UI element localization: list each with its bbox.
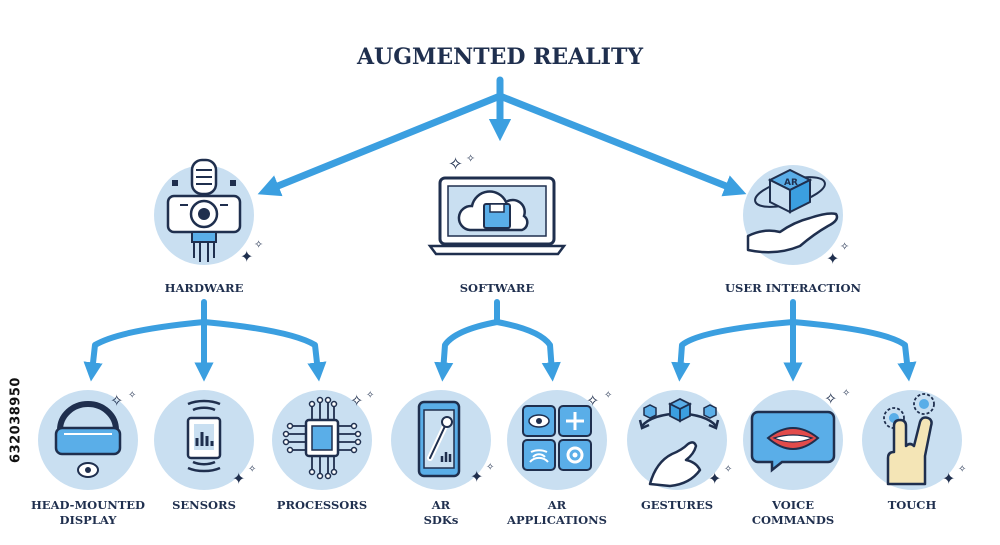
svg-text:✧: ✧ [110,391,123,410]
sensor-icon: ✦ ✧ [186,399,256,488]
leaf-label-ar-applications-line1: AR [547,498,567,512]
svg-text:✧: ✧ [958,464,966,475]
svg-text:✦: ✦ [470,467,483,486]
leaf-label-touch: TOUCH [888,498,937,512]
leaf-label-processors: PROCESSORS [277,498,367,512]
arrow-to-head-mounted-display [83,319,207,382]
svg-text:✧: ✧ [466,152,475,165]
leaf-label-head-mounted-display-line2: DISPLAY [60,513,118,527]
leaf-label-voice-commands-line1: VOICE [771,498,814,512]
camera-device-icon: ✦ ✧ [154,158,263,266]
laptop-cloud-icon: ✧ ✧ [427,152,567,256]
arrow-to-user-interaction [496,92,747,197]
app-grid-icon: ✧ ✧ [522,390,612,471]
branch-connectors [83,299,917,382]
leaf-label-head-mounted-display-line1: HEAD-MOUNTED [31,498,145,512]
svg-text:✦: ✦ [708,469,721,488]
arrow-to-ar-applications [494,319,561,382]
stock-id-vertical: 632038950 [6,300,26,540]
vr-headset-icon: ✧ ✧ [54,390,136,478]
leaf-label-gestures: GESTURES [641,498,713,512]
leaf-label-ar-sdks-line2: SDKs [424,513,459,527]
touch-finger-icon: ✦ ✧ [883,393,966,488]
svg-text:✧: ✧ [586,391,599,410]
svg-text:✧: ✧ [350,391,363,410]
category-label-software: SOFTWARE [460,281,535,295]
phone-wrench-icon: ✦ ✧ [417,400,494,486]
svg-text:✦: ✦ [826,249,839,268]
category-label-user-interaction: USER INTERACTION [725,281,861,295]
leaf-label-ar-applications-line2: APPLICATIONS [506,513,607,527]
processor-chip-icon: ✧ ✧ [282,390,374,480]
category-label-hardware: HARDWARE [165,281,244,295]
svg-text:✧: ✧ [824,389,837,408]
svg-text:✧: ✧ [724,464,732,475]
leaf-label-ar-sdks-line1: AR [431,498,451,512]
svg-text:✧: ✧ [128,390,136,401]
svg-text:✧: ✧ [486,462,494,473]
svg-text:✧: ✧ [448,154,463,175]
svg-text:✧: ✧ [248,464,256,475]
gesture-hand-icon: ✦ ✧ [638,397,732,488]
leaf-label-sensors: SENSORS [172,498,236,512]
arrow-to-processors [201,319,327,382]
svg-text:✦: ✦ [942,469,955,488]
hand-ar-cube-icon: AR ✦ ✧ [743,165,849,268]
svg-text:✧: ✧ [254,238,263,251]
svg-text:✦: ✦ [240,247,253,266]
arrow-to-ar-sdks [434,299,500,382]
svg-text:✧: ✧ [840,240,849,253]
arrow-to-touch [790,319,917,382]
svg-text:AR: AR [784,178,798,188]
svg-text:✦: ✦ [232,469,245,488]
arrow-to-gestures [671,319,796,382]
stock-id-text: 632038950 [8,377,24,463]
svg-text:✧: ✧ [842,388,850,399]
arrow-to-hardware [257,92,504,197]
mouth-icon: ✧ ✧ [750,388,850,473]
svg-text:✧: ✧ [604,390,612,401]
top-connectors [257,76,747,197]
leaf-label-voice-commands-line2: COMMANDS [752,513,834,527]
svg-text:✧: ✧ [366,390,374,401]
diagram-title: AUGMENTED REALITY [356,44,643,70]
